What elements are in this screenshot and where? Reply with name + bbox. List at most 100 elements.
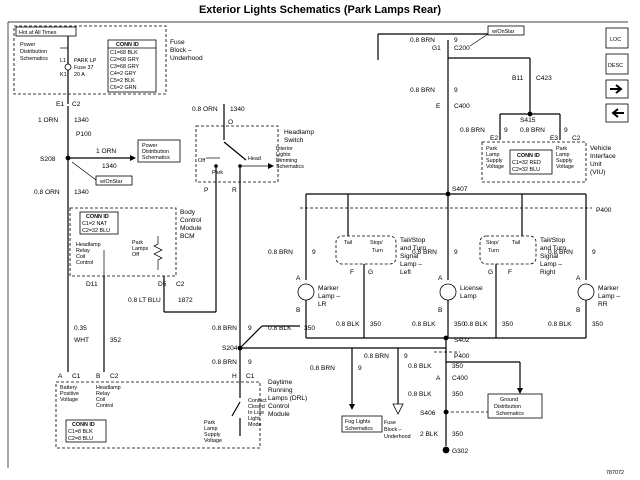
headlamp-switch: 0.8 ORN 1340 O Off Park Head Headlamp Sw… (192, 104, 314, 198)
lr-brn: 0.8 BRN (268, 249, 293, 256)
tsr-stop: Stop/ (486, 240, 499, 246)
right-top-circuit: w/OnStar G1 C200 0.8 BRN 9 B11 C423 E C4… (300, 25, 616, 214)
drl-relay-2: Relay (96, 391, 110, 397)
nav-desc-label: DESC (608, 63, 623, 69)
drl-contact-4: Light (248, 416, 260, 422)
pin-e1: E1 (56, 101, 64, 108)
tsr-name-2: and Turn (540, 245, 566, 252)
wht-size: 0.35 (74, 325, 87, 332)
right-s407: S407 (452, 186, 468, 193)
rr-pin-a: A (576, 275, 581, 282)
drl-pin-c1: C1 (72, 373, 81, 380)
bcm-relay-3: Coil (76, 254, 85, 260)
drl-conn-row-1: C1=8 BLK (68, 429, 93, 435)
tsl-pin-f: F (350, 269, 354, 276)
right-s415: S415 (520, 117, 536, 124)
rr-pin-b: B (576, 307, 581, 314)
bottom-blk-1: 0.8 BLK (408, 363, 432, 370)
rear-lamps: 0.8 BRN 9 0.8 BRN 9 0.8 BRN 9 Tail Stop/… (268, 194, 620, 339)
pds-line-3: Schematics (20, 56, 48, 62)
hs-wire-top: 0.8 ORN (192, 106, 218, 113)
viu-supply-l-3: Supply (486, 158, 503, 164)
fuse-block-name-2: Block – (170, 47, 192, 54)
drl-name-2: Running (268, 387, 293, 394)
right-brn-4: 0.8 BRN (520, 127, 545, 134)
fog-lights-ref-box (341, 415, 383, 433)
viu-supply-r-2: Lamp (556, 152, 570, 158)
marker-lr-2: Lamp – (318, 293, 340, 300)
fuse-k1-label: K1 (60, 72, 67, 78)
viu-supply-l-2: Lamp (486, 152, 500, 158)
bcm-conn-row-2: C2=32 BLU (82, 228, 110, 234)
marker-lr-1: Marker (318, 285, 339, 292)
right-c400: C400 (454, 103, 470, 110)
bcm-conn-title: CONN ID (86, 214, 109, 220)
bcm-relay-1: Headlamp (76, 242, 101, 248)
bcm-name-4: BCM (180, 233, 195, 240)
bcm-conn-id-box (79, 211, 119, 235)
bcm-relay-4: Control (76, 260, 93, 266)
hs-dim-3: Dimming (276, 158, 297, 164)
fuse-ref-3: Underhood (384, 434, 411, 440)
tsr-name-3: Signal (540, 253, 559, 260)
right-ckt-9a: 9 (454, 37, 458, 44)
w-onstar-tag-right (487, 25, 525, 36)
splice-s204: S204 (222, 345, 238, 352)
drl-control-module: A C1 B C2 H C1 Battery Positive Voltage … (55, 373, 307, 449)
connector-p100: P100 (76, 131, 92, 138)
bcm-park-1: Park (132, 240, 143, 246)
fuse-conn-row-6: C6=2 GRN (110, 85, 137, 91)
pin-c2-fuse: C2 (72, 101, 81, 108)
drl-name-5: Module (268, 411, 290, 418)
viu-supply-r-3: Supply (556, 158, 573, 164)
w-onstar-left: w/OnStar (99, 179, 123, 185)
viu-name-4: (VIU) (590, 169, 605, 176)
tsl-tail: Tail (344, 240, 352, 246)
nav-back-button[interactable] (605, 103, 629, 123)
rr-brn: 0.8 BRN (548, 249, 573, 256)
hot-at-all-times-label: Hot at All Times (19, 30, 57, 36)
bottom-s402: S402 (454, 337, 470, 344)
bottom-ckt-350c: 350 (452, 431, 463, 438)
drl-name-3: Lamps (DRL) (268, 395, 307, 402)
bcm-ckt-1872: 1872 (178, 297, 193, 304)
hs-dim-4: Schematics (276, 164, 304, 170)
mid-ckt-9b: 9 (248, 359, 252, 366)
lic-brn: 0.8 BRN (412, 249, 437, 256)
drl-batt-3: Voltage (60, 397, 78, 403)
right-e3: E3 (550, 135, 558, 142)
fuse-text-1: PARK LP (74, 58, 97, 64)
drl-conn-title: CONN ID (72, 422, 95, 428)
hs-park: Park (212, 170, 223, 176)
drl-pin-a: A (58, 373, 63, 380)
viu-name-2: Interface (590, 153, 616, 160)
lr-ckt-9: 9 (312, 249, 316, 256)
right-g1: G1 (432, 45, 441, 52)
mid-blk-1: 0.8 BLK (268, 325, 292, 332)
nav-loc-button[interactable]: LOC (605, 27, 629, 49)
marker-lr-3: LR (318, 301, 327, 308)
mid-brn-1: 0.8 BRN (212, 325, 237, 332)
gds-2: Distribution (494, 404, 521, 410)
lr-pin-b: B (296, 307, 301, 314)
hs-pin-o: O (228, 119, 233, 126)
license-lamp-icon (439, 283, 457, 301)
nav-desc-button[interactable]: DESC (605, 53, 629, 75)
tsr-turn: Turn (488, 248, 499, 254)
drl-batt-2: Positive (60, 391, 79, 397)
right-c423: C423 (536, 75, 552, 82)
nav-forward-button[interactable] (605, 79, 629, 99)
right-ckt-9b: 9 (454, 87, 458, 94)
rr-blk: 0.8 BLK (548, 321, 572, 328)
left-orange-circuit: 1 ORN 1340 P100 S208 1 ORN 1340 Power Di… (34, 106, 181, 372)
mid-brn-2: 0.8 BRN (212, 359, 237, 366)
bcm-park-2: Lamps (132, 246, 148, 252)
bottom-ckt-350a: 350 (452, 363, 463, 370)
viu-name-1: Vehicle (590, 145, 612, 152)
viu-conn-title: CONN ID (517, 153, 540, 159)
fuse-text-2: Fuse 37 (74, 65, 93, 71)
viu-conn-row-1: C1=32 RED (512, 160, 541, 166)
bcm-relay-2: Relay (76, 248, 90, 254)
bottom-ckt-350b: 350 (452, 391, 463, 398)
